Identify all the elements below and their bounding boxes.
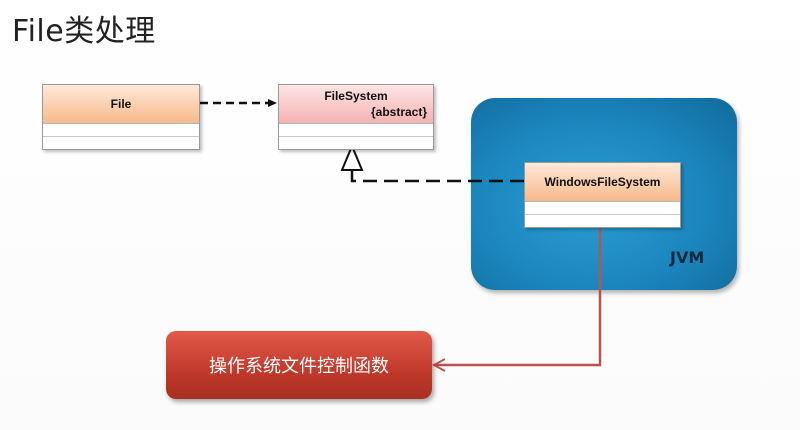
- realization-line: [350, 170, 524, 183]
- page-title: File类处理: [12, 14, 156, 49]
- class-file[interactable]: File: [42, 84, 200, 150]
- class-filesystem[interactable]: FileSystem {abstract}: [278, 84, 434, 150]
- class-filesystem-name: FileSystem: [324, 89, 388, 103]
- abstract-stereotype: {abstract}: [370, 105, 427, 119]
- class-file-attributes: [43, 124, 199, 137]
- class-windowsfilesystem-name: WindowsFileSystem: [544, 175, 661, 189]
- class-windowsfilesystem-attributes: [525, 202, 680, 215]
- class-filesystem-attributes: [279, 124, 433, 137]
- class-windowsfilesystem-methods: [525, 215, 680, 227]
- class-file-name: File: [110, 97, 132, 111]
- realization-triangle-icon: [340, 143, 364, 171]
- os-file-functions-box[interactable]: 操作系统文件控制函数: [166, 331, 432, 399]
- class-file-methods: [43, 137, 199, 149]
- call-arrow: [434, 226, 602, 365]
- class-filesystem-methods: [279, 137, 433, 149]
- class-windowsfilesystem[interactable]: WindowsFileSystem: [524, 162, 681, 228]
- os-file-functions-label: 操作系统文件控制函数: [209, 356, 389, 377]
- jvm-label: JVM: [670, 248, 705, 267]
